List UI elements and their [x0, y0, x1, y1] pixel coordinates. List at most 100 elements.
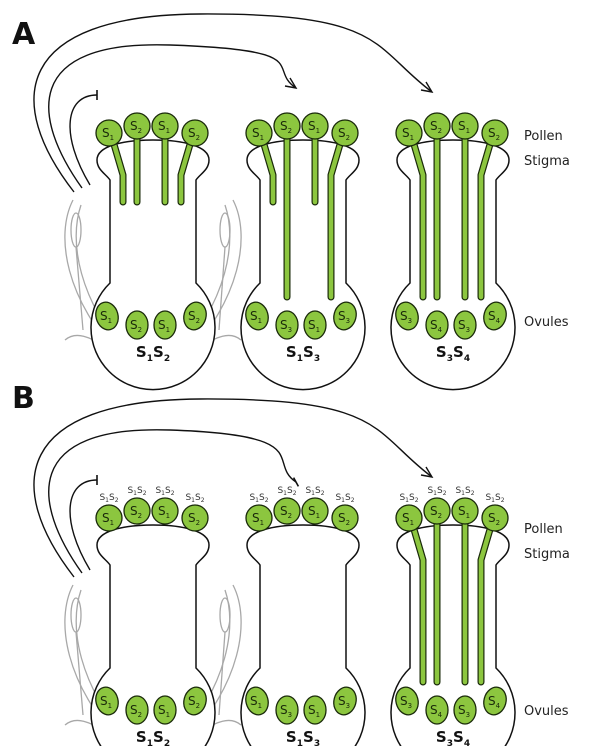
- ovule-allele-label: S1: [308, 703, 320, 719]
- side-labels-b: Pollen Stigma Ovules: [524, 522, 570, 719]
- pollen-parent-genotype: S1S2: [455, 486, 474, 497]
- pollen-parent-genotype: S1S2: [249, 493, 268, 504]
- ovule: [95, 686, 119, 716]
- ovule-allele-label: S1: [158, 318, 170, 334]
- pollen-grain: [481, 119, 509, 147]
- arrows: [33, 398, 434, 578]
- ovule: [425, 310, 449, 340]
- pollen-parent-genotype: S1S2: [335, 493, 354, 504]
- ovule: [333, 686, 357, 716]
- pollen-parent-genotype: S1S2: [185, 493, 204, 504]
- ovule: [245, 686, 269, 716]
- pollen-allele-label: S2: [280, 504, 292, 520]
- ovule: [183, 301, 207, 331]
- pollen-grain: [245, 119, 273, 147]
- label-ovules-a: Ovules: [524, 315, 569, 330]
- ovule-allele-label: S3: [458, 703, 470, 719]
- arrow-1: [69, 479, 98, 571]
- arrowhead-icon: [420, 466, 434, 478]
- pollen-allele-label: S1: [102, 511, 114, 527]
- pollen-allele-label: S2: [280, 119, 292, 135]
- arrow-2: [48, 44, 297, 189]
- ovule-allele-label: S1: [158, 703, 170, 719]
- pollen-grain: [151, 112, 179, 140]
- pollen-tube: [410, 138, 426, 300]
- pollen-parent-genotype: S1S2: [127, 486, 146, 497]
- pollen-allele-label: S1: [158, 504, 170, 520]
- filament-right: [218, 631, 226, 716]
- ovule: [125, 695, 149, 725]
- pollen-tube: [328, 138, 344, 300]
- panel-b: B: [12, 381, 35, 416]
- pollen-allele-label: S1: [102, 126, 114, 142]
- ovule: [333, 301, 357, 331]
- ovule: [125, 310, 149, 340]
- ovule-allele-label: S3: [400, 309, 412, 325]
- ovule: [153, 695, 177, 725]
- pollen-grain: [395, 504, 423, 532]
- pollen-allele-label: S2: [430, 119, 442, 135]
- pollen-allele-label: S1: [458, 504, 470, 520]
- pollen-grain: [151, 497, 179, 525]
- pollen-grain: [95, 504, 123, 532]
- pollen-allele-label: S2: [130, 504, 142, 520]
- pollen-allele-label: S2: [488, 511, 500, 527]
- pollen-allele-label: S2: [188, 126, 200, 142]
- arrow-2: [48, 429, 297, 574]
- pistil-genotype: S1S2: [136, 343, 170, 364]
- label-stigma-a: Stigma: [524, 154, 570, 169]
- ovule-allele-label: S1: [308, 318, 320, 334]
- ovule-allele-label: S2: [130, 318, 142, 334]
- ovule-allele-label: S1: [100, 309, 112, 325]
- ovule: [183, 686, 207, 716]
- pollen-allele-label: S1: [252, 511, 264, 527]
- pollen-parent-genotype: S1S2: [485, 493, 504, 504]
- pollen-grain: [451, 497, 479, 525]
- pollen-grain: [181, 504, 209, 532]
- arrows: [33, 13, 434, 193]
- ovule-allele-label: S1: [250, 309, 262, 325]
- ovule-allele-label: S4: [430, 318, 443, 334]
- ovule: [275, 695, 299, 725]
- ovule-allele-label: S4: [488, 309, 501, 325]
- pollen-tube: [260, 138, 276, 205]
- ovule: [303, 695, 327, 725]
- inhibition-bar-icon: [292, 477, 300, 487]
- ovule: [245, 301, 269, 331]
- ovule-allele-label: S3: [458, 318, 470, 334]
- pollen-grain: [245, 504, 273, 532]
- pollen-allele-label: S1: [308, 504, 320, 520]
- pollen-parent-genotype: S1S2: [305, 486, 324, 497]
- ovule-allele-label: S3: [280, 703, 292, 719]
- ovule-allele-label: S3: [338, 309, 350, 325]
- pollen-grain: [301, 112, 329, 140]
- pollen-grain: [181, 119, 209, 147]
- pollen-grain: [301, 497, 329, 525]
- ovule-allele-label: S3: [338, 694, 350, 710]
- pollen-allele-label: S2: [130, 119, 142, 135]
- ovule: [303, 310, 327, 340]
- pollen-tube: [410, 523, 426, 685]
- pollen-grain: [273, 112, 301, 140]
- ovule-allele-label: S4: [488, 694, 501, 710]
- ovule-allele-label: S1: [250, 694, 262, 710]
- ovule-allele-label: S4: [430, 703, 443, 719]
- arrow-1: [69, 94, 98, 186]
- pollen-tube: [178, 138, 194, 205]
- ovule-allele-label: S2: [188, 694, 200, 710]
- ovule: [275, 310, 299, 340]
- pollen-grain: [481, 504, 509, 532]
- label-pollen-b: Pollen: [524, 522, 563, 537]
- pollen-allele-label: S1: [458, 119, 470, 135]
- ovule: [453, 695, 477, 725]
- ovule-allele-label: S1: [100, 694, 112, 710]
- anther-right: [219, 212, 231, 248]
- ovule: [425, 695, 449, 725]
- pollen-grain: [423, 112, 451, 140]
- pistil-genotype: S3S4: [436, 343, 470, 364]
